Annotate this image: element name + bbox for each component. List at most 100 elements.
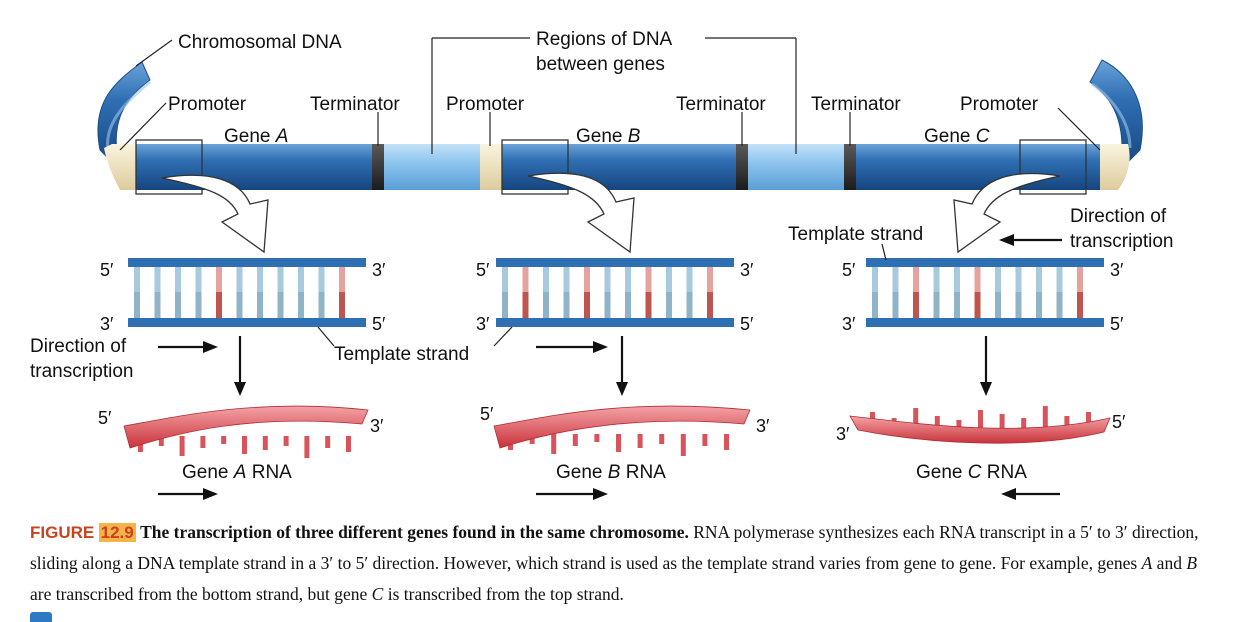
- terminator-c-segment: [844, 144, 856, 190]
- svg-text:5′: 5′: [1112, 412, 1126, 432]
- rna-base: [978, 410, 983, 428]
- svg-text:3′: 3′: [756, 416, 770, 436]
- base-pair-rung: [954, 267, 960, 292]
- base-pair-rung: [933, 267, 940, 292]
- rna-base: [179, 436, 185, 456]
- base-pair-rung: [995, 267, 1001, 292]
- svg-text:5′: 5′: [98, 408, 112, 428]
- base-pair-rung: [522, 267, 529, 292]
- gene-a-label: Gene A: [224, 126, 288, 147]
- rna-base: [999, 414, 1005, 428]
- promoter-label-a: Promoter: [168, 94, 247, 115]
- top-label-texts: Chromosomal DNA Regions of DNA between g…: [168, 29, 1039, 147]
- base-pair-rung: [195, 267, 202, 292]
- figure-number: 12.9: [98, 523, 136, 542]
- gene-c-rna-label: Gene C RNA: [916, 462, 1027, 483]
- rna-base: [702, 434, 708, 446]
- base-pair-rung: [522, 292, 529, 318]
- terminator-b-segment: [736, 144, 748, 190]
- ladder-a-top-left-5: 5′: [100, 260, 114, 280]
- base-pair-rung: [134, 292, 140, 318]
- rna-base: [572, 434, 578, 446]
- base-pair-rung: [563, 267, 570, 292]
- base-pair-rung: [277, 292, 284, 318]
- gene-b-rna-label: Gene B RNA: [556, 462, 666, 483]
- rna-base: [659, 434, 665, 444]
- rna-base: [346, 436, 351, 452]
- base-pair-rung: [543, 267, 549, 292]
- base-pair-rung: [543, 292, 549, 318]
- figure-caption: FIGURE 12.9 The transcription of three d…: [30, 522, 1199, 604]
- base-pair-rung: [974, 292, 981, 318]
- base-pair-rung: [154, 267, 161, 292]
- base-pair-rung: [1015, 267, 1022, 292]
- promoter-label-c: Promoter: [960, 94, 1039, 115]
- ladder-c-top-left-5: 5′: [842, 260, 856, 280]
- base-pair-rung: [604, 292, 611, 318]
- ladder-c-bottom-left-3: 3′: [842, 314, 856, 334]
- regions-label-line2: between genes: [536, 54, 665, 75]
- promoter-c-segment: [1100, 144, 1130, 190]
- base-pair-rung: [563, 292, 570, 318]
- base-pair-rung: [502, 267, 508, 292]
- base-pair-rung: [1056, 292, 1063, 318]
- base-pair-rung: [1015, 292, 1022, 318]
- base-pair-rung: [298, 267, 304, 292]
- svg-text:5′: 5′: [480, 404, 494, 424]
- base-pair-rung: [872, 267, 878, 292]
- base-pair-rung: [1077, 267, 1083, 292]
- rna-a: 5′ 3′ Gene A RNA: [98, 405, 384, 483]
- rna-base: [1086, 412, 1091, 428]
- gene-c-label: Gene C: [924, 126, 990, 147]
- base-pair-rung: [318, 267, 325, 292]
- dna-ladder-b: 5′ 3′ 3′ 5′: [476, 258, 754, 334]
- direction-label-left-line2: transcription: [30, 361, 134, 382]
- rna-base: [242, 436, 247, 454]
- rna-base: [594, 434, 600, 442]
- base-pair-rung: [625, 267, 631, 292]
- regions-label-line1: Regions of DNA: [536, 29, 673, 50]
- base-pair-rung: [872, 292, 878, 318]
- rna-base: [304, 436, 310, 458]
- ladder-a-bottom-left-3: 3′: [100, 314, 114, 334]
- rna-base: [1042, 406, 1048, 428]
- promoter-b-segment: [480, 144, 502, 190]
- base-pair-rung: [666, 267, 672, 292]
- zoom-box-a: [135, 139, 203, 195]
- base-pair-rung: [584, 267, 590, 292]
- base-pair-rung: [954, 292, 960, 318]
- template-strand-label-ab: Template strand: [334, 344, 469, 365]
- base-pair-rung: [502, 292, 508, 318]
- base-pair-rung: [257, 267, 263, 292]
- direction-label-right-line1: Direction of: [1070, 206, 1167, 227]
- base-pair-rung: [236, 267, 243, 292]
- svg-text:3′: 3′: [836, 424, 850, 444]
- rna-base: [262, 436, 268, 450]
- base-pair-rung: [134, 267, 140, 292]
- base-pair-rung: [339, 292, 345, 318]
- rna-base: [956, 420, 962, 428]
- ladder-b-top-right-3: 3′: [740, 260, 754, 280]
- figure-title: The transcription of three different gen…: [140, 522, 689, 542]
- top-labels: [119, 37, 1101, 154]
- base-pair-rung: [913, 267, 919, 292]
- base-pair-rung: [1036, 292, 1042, 318]
- rna-c: 3′ 5′ Gene C RNA: [836, 406, 1126, 483]
- base-pair-rung: [175, 292, 181, 318]
- rna-base: [680, 434, 686, 456]
- base-pair-rung: [974, 267, 981, 292]
- dna-ladder-a: 5′ 3′ 3′ 5′: [100, 258, 386, 334]
- rna-base: [551, 434, 557, 454]
- base-pair-rung: [175, 267, 181, 292]
- base-pair-rung: [236, 292, 243, 318]
- base-pair-rung: [645, 292, 652, 318]
- base-pair-rung: [277, 267, 284, 292]
- base-pair-rung: [666, 292, 672, 318]
- svg-text:3′: 3′: [370, 416, 384, 436]
- ladder-b-top-left-5: 5′: [476, 260, 490, 280]
- promoter-label-b: Promoter: [446, 94, 525, 115]
- zoom-box-b: [501, 139, 569, 195]
- ladder-a-bottom-right-5: 5′: [372, 314, 386, 334]
- zoom-arrows: [161, 172, 1061, 254]
- rna-base: [158, 436, 164, 446]
